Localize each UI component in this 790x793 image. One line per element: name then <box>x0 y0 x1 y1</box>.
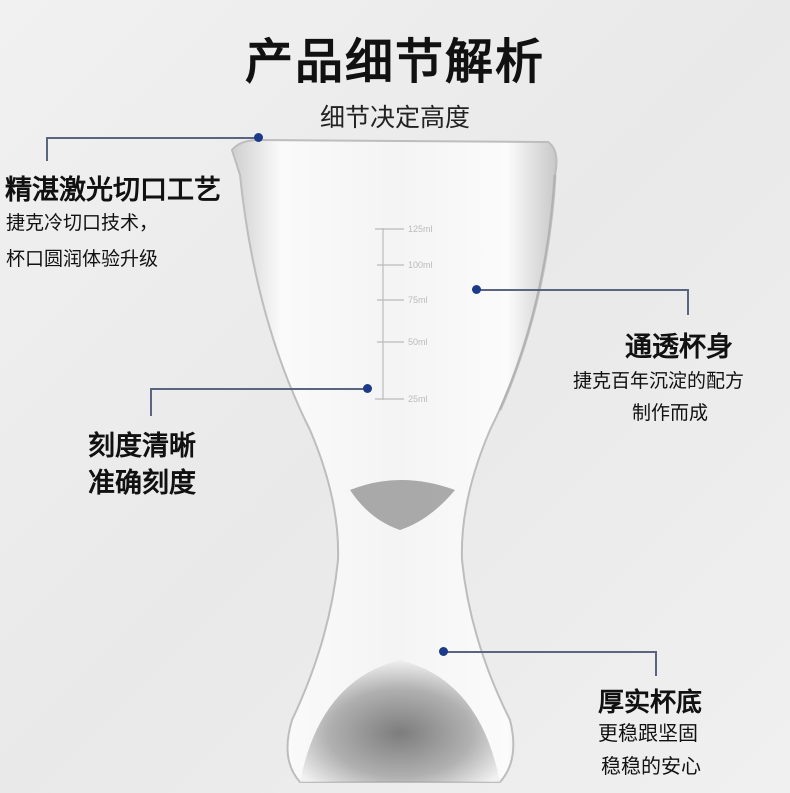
leader-line <box>687 289 689 315</box>
leader-line <box>476 289 688 291</box>
callout-heading-rim: 精湛激光切口工艺 <box>5 175 221 206</box>
page-title: 产品细节解析 <box>244 34 545 90</box>
leader-line <box>655 651 657 676</box>
callout-heading-base: 厚实杯底 <box>598 688 703 718</box>
callout-text: 准确刻度 <box>88 468 196 499</box>
callout-dot <box>363 384 372 393</box>
scale-mark: 25ml <box>408 394 428 404</box>
callout-dot <box>439 647 448 656</box>
callout-text: 稳稳的安心 <box>601 754 701 778</box>
callout-text: 捷克冷切口技术， <box>6 212 159 234</box>
leader-line <box>443 651 656 653</box>
scale-mark: 125ml <box>408 224 433 234</box>
callout-text: 杯口圆润体验升级 <box>6 248 159 270</box>
callout-text: 更稳跟坚固 <box>598 721 698 745</box>
callout-heading-scale: 刻度清晰 <box>88 431 196 462</box>
scale-mark: 50ml <box>408 337 428 347</box>
callout-dot <box>472 285 481 294</box>
scale-mark: 75ml <box>408 295 428 305</box>
page-subtitle: 细节决定高度 <box>319 103 470 132</box>
leader-line <box>46 137 258 139</box>
leader-line <box>150 388 368 390</box>
callout-text: 制作而成 <box>632 402 709 424</box>
callout-text: 捷克百年沉淀的配方 <box>573 370 745 392</box>
measurement-scale <box>375 228 404 400</box>
leader-line <box>46 137 48 161</box>
callout-dot <box>254 133 263 142</box>
scale-mark: 100ml <box>408 260 433 270</box>
callout-heading-body: 通透杯身 <box>625 332 733 363</box>
leader-line <box>150 388 152 416</box>
